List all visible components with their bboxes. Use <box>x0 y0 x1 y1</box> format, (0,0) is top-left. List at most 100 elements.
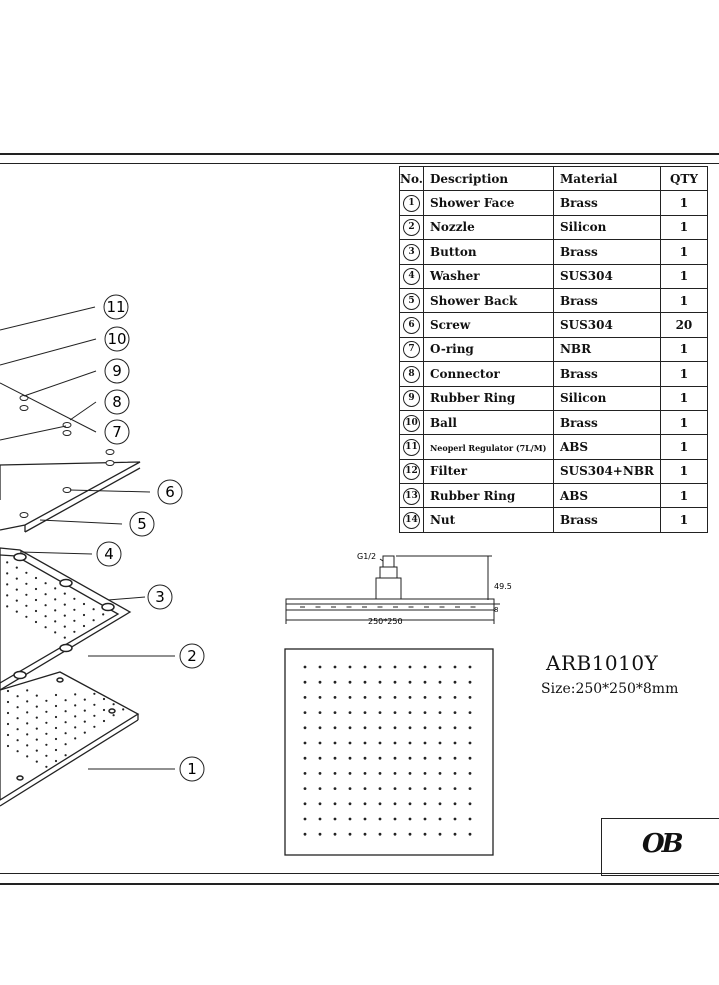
nozzle-dot <box>112 703 115 706</box>
nozzle-dot <box>423 756 427 760</box>
side-view-nut <box>375 577 402 600</box>
part-material: NBR <box>552 336 661 363</box>
nozzle-dot <box>438 726 442 730</box>
nozzle-dot <box>378 741 382 745</box>
face-screw-mark <box>16 775 24 781</box>
nozzle-dot <box>408 665 412 669</box>
nozzle-dot <box>393 680 397 684</box>
nozzle-dot <box>363 741 367 745</box>
nozzle-dot <box>102 708 106 712</box>
header-description: Description <box>422 165 554 192</box>
nozzle-dot <box>438 817 442 821</box>
nozzle-dot <box>363 787 367 790</box>
nozzle-dot <box>408 832 412 836</box>
nozzle-dot <box>468 817 472 821</box>
nozzle-dot <box>64 721 67 724</box>
nozzle-dot <box>74 704 77 707</box>
part-material-text: Brass <box>559 196 598 211</box>
nozzle-dot <box>44 604 47 607</box>
part-material: Silicon <box>552 385 661 411</box>
nozzle-dot <box>333 665 337 669</box>
part-qty-text: 1 <box>679 391 689 406</box>
part-material: Brass <box>552 361 661 387</box>
side-view-thread <box>382 555 395 568</box>
side-view-connector <box>379 566 398 579</box>
nozzle-dot <box>15 566 18 569</box>
nozzle-dot <box>26 700 29 703</box>
leader-lines <box>0 306 175 770</box>
nozzle-dot <box>333 832 337 836</box>
screw-mark <box>62 430 72 436</box>
nozzle-dot <box>393 726 397 730</box>
nozzle-dot <box>348 726 352 730</box>
nozzle-dot <box>408 772 412 775</box>
shower-back-outline <box>0 461 141 531</box>
part-qty: 1 <box>659 214 708 241</box>
nozzle-dot <box>6 561 9 564</box>
part-number: 6 <box>399 312 424 338</box>
part-qty: 1 <box>659 409 708 436</box>
nozzle-dot <box>45 699 48 702</box>
nozzle-dot <box>303 802 307 806</box>
nozzle-dot <box>35 727 38 730</box>
nozzle-dot <box>102 719 106 723</box>
part-number: 9 <box>399 385 424 411</box>
part-number: 3 <box>399 239 424 265</box>
nozzle-dot <box>393 787 397 790</box>
nozzle-dot <box>92 608 95 611</box>
button-mark <box>101 602 115 612</box>
screw-mark <box>19 512 29 518</box>
part-description-text: Nut <box>429 513 456 528</box>
part-description: Rubber Ring <box>422 385 554 411</box>
nozzle-dot <box>453 696 457 699</box>
part-qty-text: 1 <box>679 513 689 528</box>
front-view-dot-grid <box>303 665 472 836</box>
nozzle-dot <box>15 588 18 591</box>
nozzle-dot <box>35 738 38 741</box>
nozzle-dot <box>468 756 472 760</box>
part-description-text: Nozzle <box>429 220 475 235</box>
leader-line-8 <box>69 401 97 421</box>
part-description: Shower Back <box>422 287 554 314</box>
callout-label-5: 5 <box>137 515 147 533</box>
nozzle-dot <box>35 760 38 763</box>
part-description-text: Shower Face <box>429 196 515 211</box>
nozzle-dot <box>303 680 307 684</box>
nozzle-dot <box>453 726 457 730</box>
part-description: Rubber Ring <box>422 483 554 509</box>
nozzle-dot <box>378 711 382 714</box>
nozzle-dot <box>34 576 38 580</box>
nozzle-dot <box>468 772 472 775</box>
nozzle-dot <box>393 832 397 836</box>
nozzle-dot <box>438 680 442 684</box>
leader-line-4 <box>19 551 93 555</box>
nozzle-dot <box>408 802 412 806</box>
nozzle-dot <box>25 593 28 596</box>
callout-circle-9 <box>104 358 130 384</box>
part-material-text: Silicon <box>559 391 607 406</box>
nozzle-dot <box>54 737 58 741</box>
nozzle-dot <box>423 772 427 775</box>
nozzle-dot <box>378 832 382 836</box>
nozzle-dot <box>303 665 307 669</box>
nozzle-dot <box>438 696 442 699</box>
nozzle-dot <box>333 680 337 684</box>
part-number-circle: 13 <box>402 487 420 505</box>
nozzle-dot <box>6 572 9 575</box>
nozzle-dot <box>44 615 47 618</box>
nozzle-dot <box>6 733 10 737</box>
nozzle-dot <box>468 726 472 730</box>
nozzle-dot <box>378 817 382 821</box>
part-description-text: Neoperl Regulator (7L/M) <box>429 442 547 453</box>
nozzle-sheet-outline <box>0 547 132 691</box>
nozzle-dot <box>363 665 367 669</box>
part-description: Washer <box>422 263 554 289</box>
nozzle-dot <box>54 631 57 634</box>
nozzle-dot <box>408 741 412 745</box>
nozzle-dot <box>348 696 352 699</box>
part-qty: 1 <box>659 385 708 411</box>
